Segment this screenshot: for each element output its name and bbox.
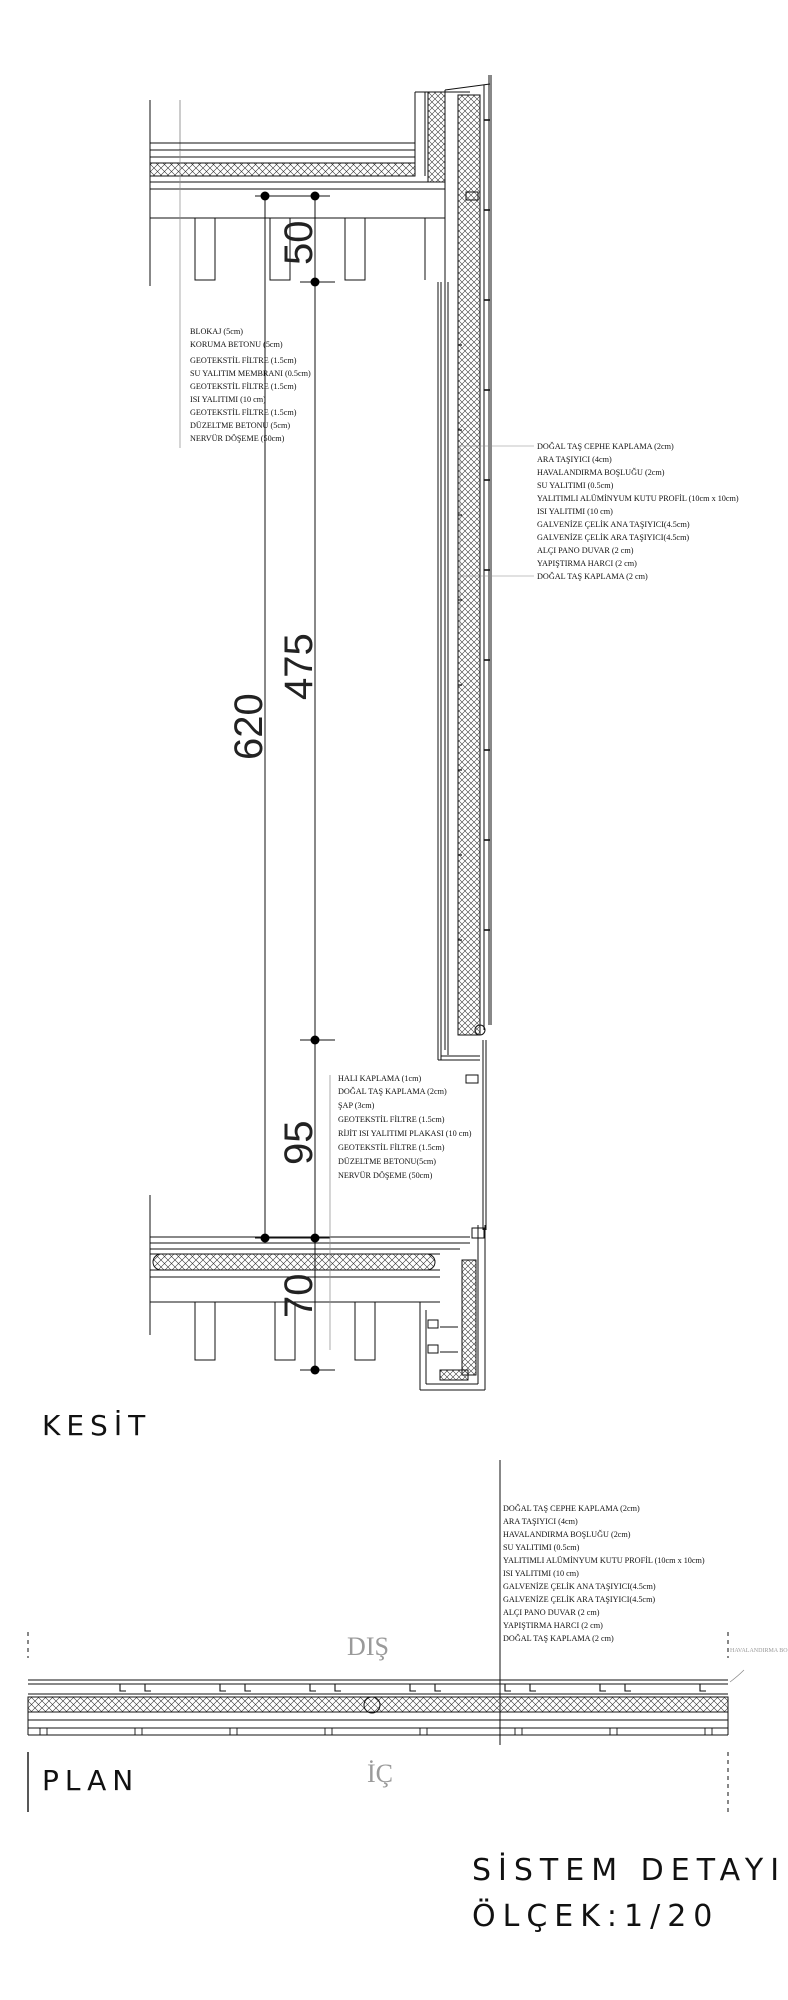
facade-labels: DOĞAL TAŞ CEPHE KAPLAMA (2cm) ARA TAŞIYI…	[537, 441, 739, 581]
floor-label: HALI KAPLAMA (1cm)	[338, 1074, 422, 1083]
plan-label: GALVENİZE ÇELİK ARA TAŞIYICI(4.5cm)	[503, 1595, 655, 1604]
roof-label: GEOTEKSTİL FİLTRE (1.5cm)	[190, 382, 297, 391]
footer-title: SİSTEM DETAYI	[472, 1852, 786, 1888]
roof-label: BLOKAJ (5cm)	[190, 327, 243, 336]
plan-label: YALITIMLI ALÜMİNYUM KUTU PROFİL (10cm x …	[503, 1556, 705, 1565]
facade-label: GALVENİZE ÇELİK ANA TAŞIYICI(4.5cm)	[537, 520, 690, 529]
plan-label: ALÇI PANO DUVAR (2 cm)	[503, 1608, 600, 1617]
facade-label: YALITIMLI ALÜMİNYUM KUTU PROFİL (10cm x …	[537, 494, 739, 503]
facade-label: ALÇI PANO DUVAR (2 cm)	[537, 546, 634, 555]
facade-label: GALVENİZE ÇELİK ARA TAŞIYICI(4.5cm)	[537, 533, 689, 542]
dimension-total: 620	[227, 693, 271, 760]
plan-drawing	[27, 1632, 745, 1812]
floor-label: DOĞAL TAŞ KAPLAMA (2cm)	[338, 1086, 447, 1096]
dimension-bottom: 70	[277, 1274, 321, 1319]
floor-label: ŞAP (3cm)	[338, 1101, 375, 1110]
plan-label: ARA TAŞIYICI (4cm)	[503, 1517, 578, 1526]
plan-label: GALVENİZE ÇELİK ANA TAŞIYICI(4.5cm)	[503, 1582, 656, 1591]
section-title: KESİT	[42, 1409, 151, 1442]
inside-label: İÇ	[367, 1759, 393, 1788]
roof-label: SU YALITIM MEMBRANI (0.5cm)	[190, 369, 311, 378]
outside-label: DIŞ	[347, 1632, 389, 1661]
facade-label: YAPIŞTIRMA HARCI (2 cm)	[537, 559, 637, 568]
floor-label: RİJİT ISI YALITIMI PLAKASI (10 cm)	[338, 1129, 472, 1138]
plan-label: DOĞAL TAŞ KAPLAMA (2 cm)	[503, 1633, 614, 1643]
roof-slab	[149, 91, 470, 281]
dimension-points	[260, 191, 320, 1375]
roof-label: KORUMA BETONU (5cm)	[190, 340, 283, 349]
roof-label: NERVÜR DÖŞEME (50cm)	[190, 434, 285, 443]
roof-label: DÜZELTME BETONU (5cm)	[190, 421, 290, 430]
plan-label: HAVALANDIRMA BOŞLUĞU (2cm)	[503, 1529, 631, 1539]
roof-labels: BLOKAJ (5cm) KORUMA BETONU (5cm) GEOTEKS…	[190, 327, 311, 443]
facade-wall	[437, 75, 492, 1230]
plan-label: DOĞAL TAŞ CEPHE KAPLAMA (2cm)	[503, 1503, 640, 1513]
roof-label: GEOTEKSTİL FİLTRE (1.5cm)	[190, 408, 297, 417]
facade-label: SU YALITIMI (0.5cm)	[537, 481, 614, 490]
footer-scale: ÖLÇEK:1/20	[472, 1898, 719, 1934]
plan-label: YAPIŞTIRMA HARCI (2 cm)	[503, 1621, 603, 1630]
facade-label: ARA TAŞIYICI (4cm)	[537, 455, 612, 464]
plan-label: ISI YALITIMI (10 cm)	[503, 1569, 579, 1578]
roof-label: GEOTEKSTİL FİLTRE (1.5cm)	[190, 356, 297, 365]
facade-leaders	[460, 445, 534, 577]
floor-labels: HALI KAPLAMA (1cm) DOĞAL TAŞ KAPLAMA (2c…	[338, 1074, 472, 1180]
facade-label: HAVALANDIRMA BOŞLUĞU (2cm)	[537, 467, 665, 477]
dimension-middle: 475	[277, 633, 321, 700]
roof-label: ISI YALITIMI (10 cm)	[190, 395, 266, 404]
floor-label: GEOTEKSTİL FİLTRE (1.5cm)	[338, 1115, 445, 1124]
plan-labels: DOĞAL TAŞ CEPHE KAPLAMA (2cm) ARA TAŞIYI…	[503, 1503, 705, 1643]
left-wall-lines	[149, 100, 181, 1335]
plan-label: SU YALITIMI (0.5cm)	[503, 1543, 580, 1552]
facade-label: DOĞAL TAŞ CEPHE KAPLAMA (2cm)	[537, 441, 674, 451]
plan-title: PLAN	[42, 1764, 139, 1797]
floor-slab	[150, 1225, 486, 1391]
facade-label: ISI YALITIMI (10 cm)	[537, 507, 613, 516]
section-drawing	[149, 75, 501, 1745]
floor-label: GEOTEKSTİL FİLTRE (1.5cm)	[338, 1143, 445, 1152]
ventilation-note: HAVALANDIRMA BOŞLUĞU	[730, 1646, 788, 1654]
dimension-lower: 95	[277, 1121, 321, 1166]
floor-label: NERVÜR DÖŞEME (50cm)	[338, 1171, 433, 1180]
floor-label: DÜZELTME BETONU(5cm)	[338, 1157, 436, 1166]
facade-label: DOĞAL TAŞ KAPLAMA (2 cm)	[537, 571, 648, 581]
dimension-top: 50	[277, 221, 321, 266]
